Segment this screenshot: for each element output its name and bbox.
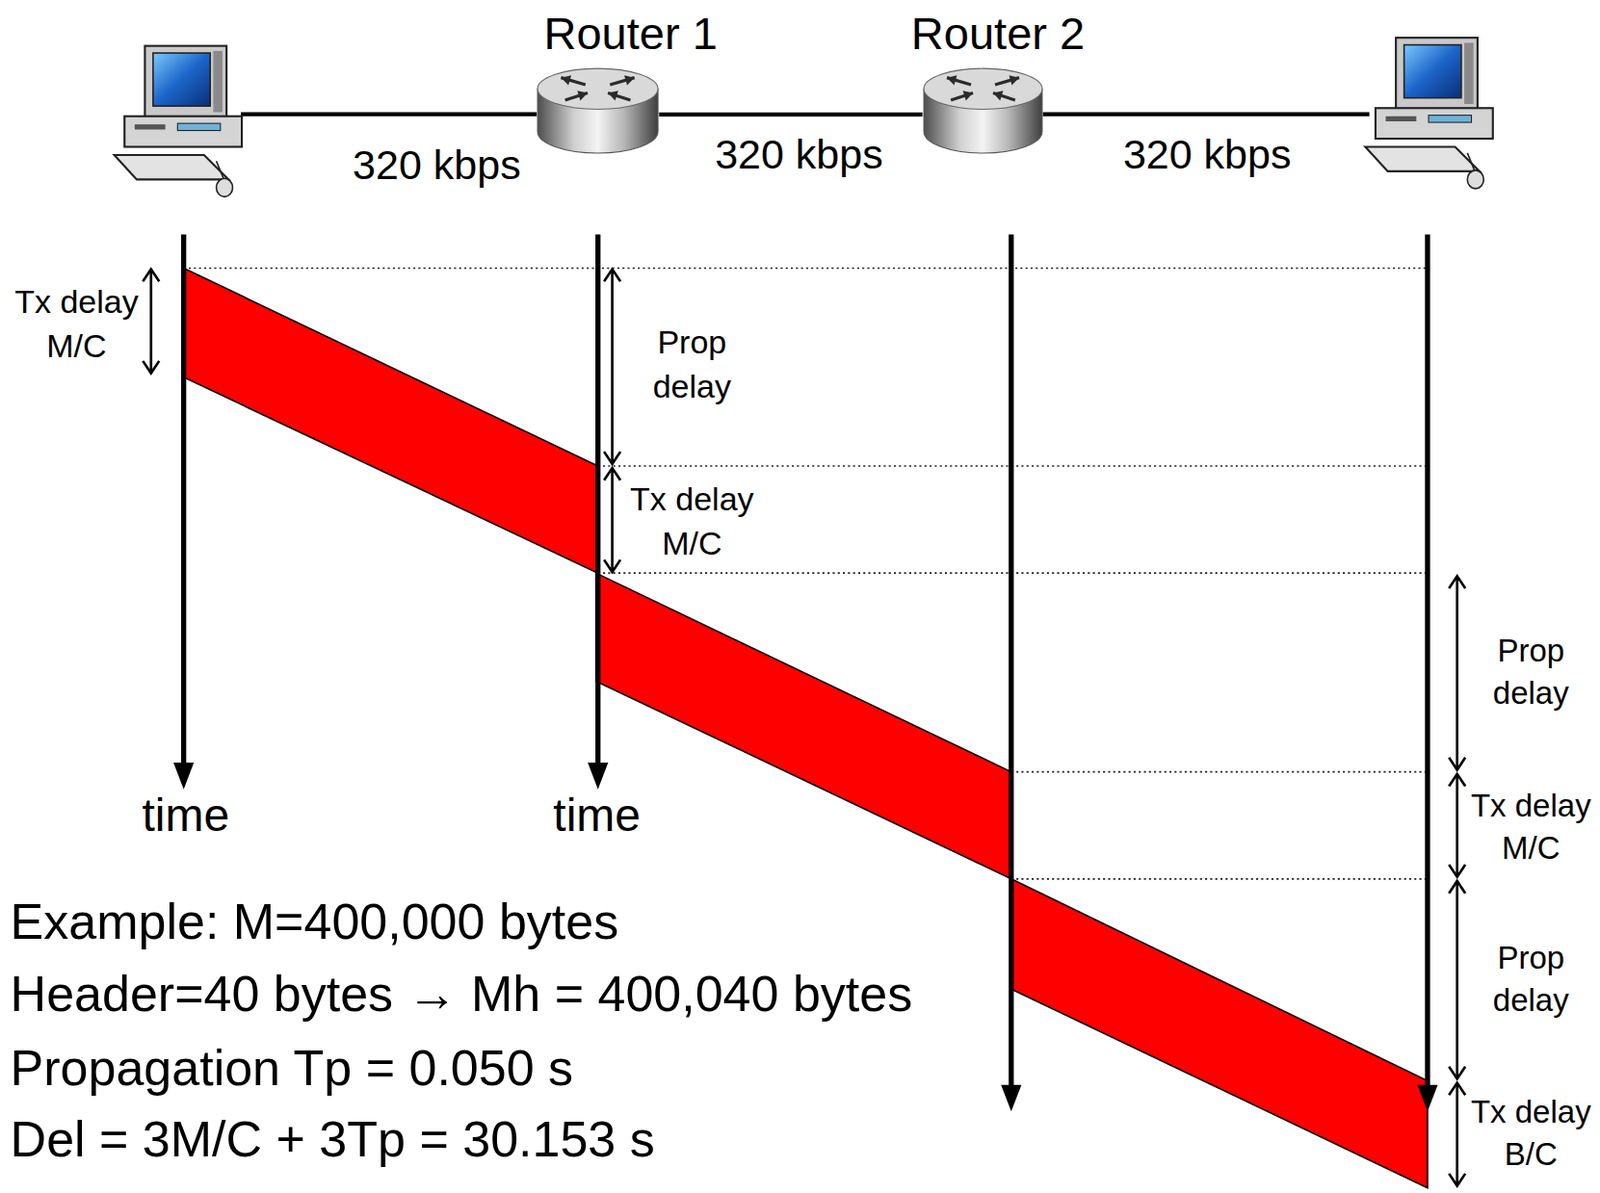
computer-icon [1364,37,1493,189]
delay-annotation: Tx delay M/C [624,477,760,567]
example-note: Header=40 bytes → Mh = 400,040 bytes [10,966,914,1024]
delay-annotation: Tx delay M/C [8,280,144,369]
delay-annotation: Prop delay [624,320,760,410]
delay-annotation: Tx delay B/C [1467,1091,1595,1178]
router-node: Router 2 [922,66,1044,155]
network-link [658,112,922,117]
router-icon [536,66,659,155]
computer-icon [114,46,242,198]
router-node: Router 1 [536,66,659,155]
link-rate: 320 kbps [1123,131,1292,179]
router-icon [922,66,1044,155]
example-note: Propagation Tp = 0.050 s [10,1040,574,1099]
link-rate: 320 kbps [352,141,522,189]
network-links [240,111,1370,116]
time-reference-lines [183,268,1428,880]
delay-annotation: Prop delay [1467,937,1595,1023]
example-note: Example: M=400,000 bytes [10,893,620,952]
delay-annotation: Prop delay [1467,629,1595,716]
time-axis-label: time [141,789,230,843]
router-label: Router 2 [911,8,1085,59]
time-axis-label: time [552,789,641,843]
host-computers [114,37,1494,197]
delay-annotation: Tx delay M/C [1467,785,1595,871]
link-rate: 320 kbps [714,131,884,180]
router-label: Router 1 [544,8,718,59]
example-note: Del = 3M/C + 3Tp = 30.153 s [10,1111,656,1170]
